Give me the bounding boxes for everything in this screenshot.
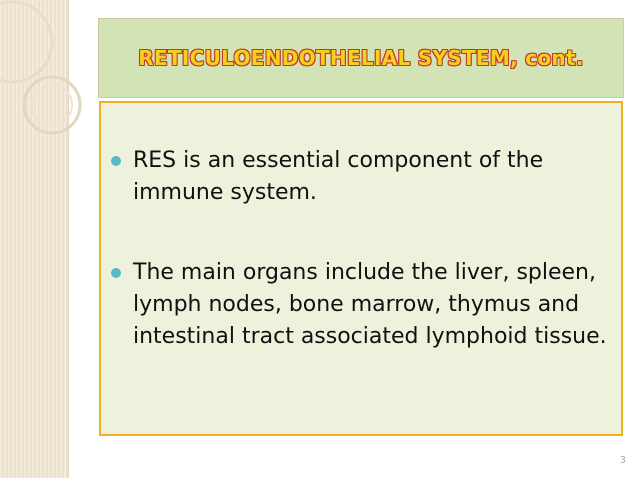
bullet-item: The main organs include the liver, splee… [111, 257, 611, 353]
slide-number: 3 [619, 455, 626, 466]
decorative-left-strip [0, 0, 69, 478]
title-banner: RETICULOENDOTHELIAL SYSTEM, cont. [98, 18, 624, 98]
bullet-item: RES is an essential component of the imm… [111, 145, 611, 209]
content-box: RES is an essential component of the imm… [99, 101, 623, 436]
decorative-circles [0, 0, 82, 135]
bullet-text: The main organs include the liver, splee… [133, 260, 607, 349]
bullet-dot-icon [111, 268, 121, 278]
slide-title: RETICULOENDOTHELIAL SYSTEM, cont. [138, 46, 584, 70]
bullet-text: RES is an essential component of the imm… [133, 148, 544, 205]
bullet-dot-icon [111, 156, 121, 166]
